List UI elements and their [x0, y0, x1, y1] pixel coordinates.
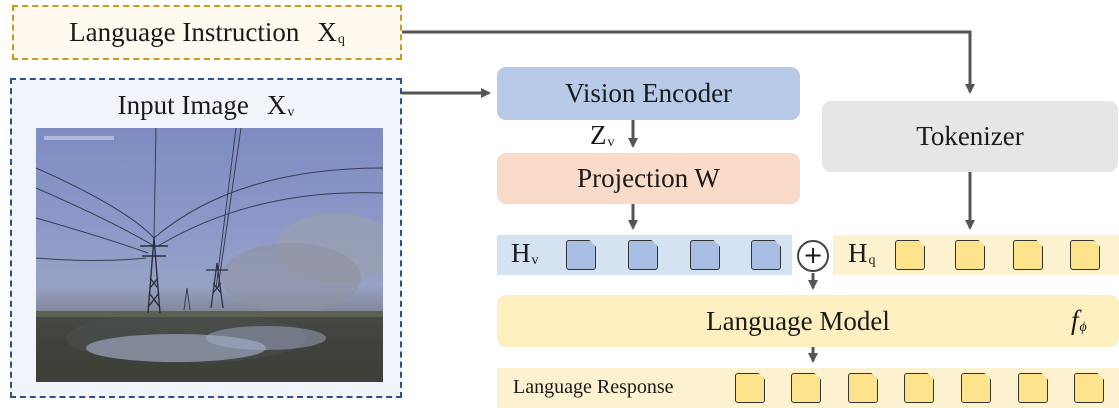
response-token-4: [904, 373, 934, 403]
vision-encoder-box: Vision Encoder: [497, 67, 800, 120]
z-v-symbol: Zv: [590, 120, 615, 150]
tokenizer-label: Tokenizer: [916, 121, 1024, 151]
instruction-token-3: [1013, 240, 1043, 270]
language-instruction-box: Language Instruction Xq: [12, 5, 402, 60]
f-phi-symbol: fϕ: [1071, 305, 1087, 335]
arrow-instruction-to-tokenizer: [402, 30, 975, 94]
response-token-2: [791, 373, 821, 403]
response-token-6: [1018, 373, 1048, 403]
vision-token-3: [690, 240, 720, 270]
vision-token-4: [751, 240, 781, 270]
vision-token-2: [628, 240, 658, 270]
x-q-symbol: Xq: [317, 17, 345, 47]
tokenizer-box: Tokenizer: [822, 101, 1118, 172]
vision-token-1: [566, 240, 596, 270]
input-image-box: Input Image Xv: [10, 78, 402, 398]
h-v-symbol: Hv: [511, 238, 539, 268]
h-q-symbol: Hq: [848, 238, 876, 268]
instruction-token-4: [1070, 240, 1100, 270]
instruction-token-1: [895, 240, 925, 270]
language-model-box: Language Model fϕ: [497, 295, 1119, 347]
photo-drawing: [36, 128, 383, 382]
response-token-5: [961, 373, 991, 403]
vision-encoder-label: Vision Encoder: [564, 78, 733, 108]
language-model-label: Language Model: [706, 305, 890, 336]
response-token-3: [848, 373, 878, 403]
language-response-label: Language Response: [513, 376, 674, 398]
language-instruction-label: Language Instruction: [69, 17, 300, 47]
projection-box: Projection W: [497, 153, 800, 204]
response-token-7: [1074, 373, 1104, 403]
concat-symbol: +: [797, 240, 829, 272]
instruction-token-2: [955, 240, 985, 270]
input-photo: [36, 128, 383, 382]
x-v-symbol: Xv: [266, 90, 295, 120]
projection-label: Projection W: [577, 163, 720, 193]
response-token-1: [735, 373, 765, 403]
input-image-label: Input Image: [117, 90, 249, 120]
